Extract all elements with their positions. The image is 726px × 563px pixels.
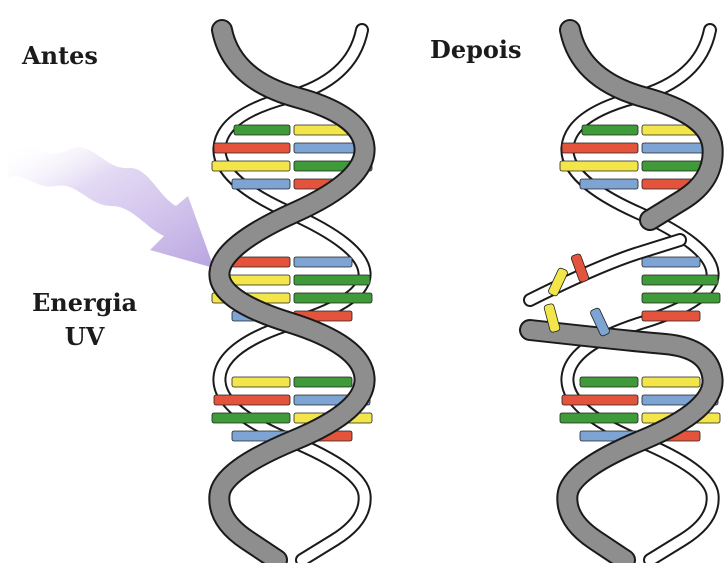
base-blue bbox=[642, 257, 700, 267]
uv-arrow-icon bbox=[8, 147, 214, 268]
base-yellow bbox=[232, 377, 290, 387]
base-green bbox=[294, 275, 370, 285]
base-pair bbox=[214, 275, 370, 285]
base-green bbox=[580, 377, 638, 387]
base-red bbox=[232, 257, 290, 267]
label-energy-line2: UV bbox=[32, 320, 137, 354]
base-red bbox=[214, 395, 290, 405]
base-pair bbox=[642, 275, 718, 285]
base-blue bbox=[294, 257, 352, 267]
base-red bbox=[562, 395, 638, 405]
base-yellow bbox=[642, 377, 700, 387]
backbone-front-strand-lower bbox=[530, 330, 713, 560]
base-pair bbox=[562, 143, 718, 153]
label-before: Antes bbox=[22, 44, 98, 68]
base-yellow bbox=[560, 161, 638, 171]
base-red bbox=[214, 143, 290, 153]
base-green bbox=[642, 293, 720, 303]
dna-helix-before bbox=[212, 30, 372, 560]
base-green bbox=[212, 413, 290, 423]
base-pair bbox=[642, 311, 700, 321]
base-pair bbox=[214, 143, 370, 153]
base-pair bbox=[232, 377, 352, 387]
base-pair bbox=[642, 257, 700, 267]
base-pair bbox=[642, 293, 720, 303]
base-green bbox=[560, 413, 638, 423]
base-pair bbox=[560, 161, 720, 171]
base-green bbox=[642, 275, 718, 285]
base-red bbox=[562, 143, 638, 153]
base-green bbox=[582, 125, 638, 135]
base-pair bbox=[232, 257, 352, 267]
base-green bbox=[294, 377, 352, 387]
base-blue bbox=[580, 179, 638, 189]
base-pair bbox=[582, 125, 698, 135]
label-uv-energy: Energia UV bbox=[32, 286, 137, 354]
base-pair bbox=[234, 125, 350, 135]
base-green bbox=[234, 125, 290, 135]
base-red bbox=[642, 311, 700, 321]
dna-helix-after bbox=[530, 30, 720, 560]
base-blue bbox=[232, 179, 290, 189]
label-energy-line1: Energia bbox=[32, 286, 137, 320]
label-after: Depois bbox=[430, 38, 522, 62]
base-yellow bbox=[212, 161, 290, 171]
base-pair bbox=[580, 377, 700, 387]
base-green bbox=[294, 293, 372, 303]
